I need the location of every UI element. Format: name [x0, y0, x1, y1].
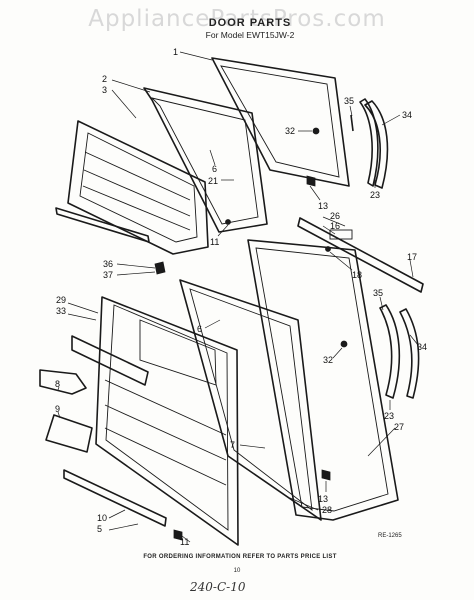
hinge-screw-18 [325, 246, 331, 252]
callout-35-top: 35 [344, 96, 354, 106]
door-shelf-rail [71, 335, 149, 386]
callout-26: 26 [330, 211, 340, 221]
callout-10: 10 [97, 513, 107, 523]
callout-35-bottom: 35 [373, 288, 383, 298]
door-stop-strip [297, 217, 424, 293]
freezer-door-panel [211, 57, 350, 187]
callout-2: 2 [102, 74, 107, 84]
callout-23-top: 23 [370, 190, 380, 200]
stop-13-bottom [321, 469, 331, 481]
stop-13-top [306, 175, 316, 187]
callout-8: 8 [55, 379, 60, 389]
callout-32-bottom: 32 [323, 355, 333, 365]
callout-11-top: 11 [210, 237, 219, 247]
handwritten-note: 240-C-10 [190, 580, 246, 594]
fresh-food-gasket [179, 279, 322, 521]
diagram-code: RE-1265 [378, 533, 402, 539]
callout-17: 17 [407, 252, 417, 262]
callout-18: 18 [352, 270, 362, 280]
callout-11-bottom: 11 [180, 537, 189, 547]
butter-compartment [45, 414, 93, 453]
callout-6-top: 6 [212, 164, 217, 174]
callout-6-bottom: 6 [197, 324, 202, 334]
egg-bucket [39, 369, 87, 395]
callout-9: 9 [55, 404, 60, 414]
callout-13-top: 13 [318, 201, 328, 211]
callout-37: 37 [103, 270, 113, 280]
callout-1: 1 [173, 47, 178, 57]
plug-11-bottom [173, 529, 183, 541]
screw-32-bottom [340, 340, 348, 348]
plug-11-top [225, 219, 231, 225]
watermark: AppliancePartsPros.com [88, 6, 386, 32]
callout-21: 21 [208, 176, 218, 186]
callout-5: 5 [97, 524, 102, 534]
page-number: 10 [233, 568, 241, 574]
callout-16: 16 [330, 221, 340, 231]
callout-3: 3 [102, 85, 107, 95]
callout-13-bottom: 13 [318, 494, 328, 504]
lower-hinge [379, 304, 420, 399]
callout-36: 36 [103, 259, 113, 269]
freezer-breaker-strip [55, 207, 150, 243]
callout-34-top: 34 [402, 110, 412, 120]
screw-35-top [350, 114, 354, 132]
fresh-food-door-liner [95, 296, 239, 546]
callout-27: 27 [394, 422, 404, 432]
callout-28: 28 [322, 505, 332, 515]
freezer-gasket [143, 87, 268, 233]
leader-lines [57, 51, 419, 543]
fresh-food-breaker-strip [63, 469, 167, 527]
callout-23-bottom: 23 [384, 411, 394, 421]
callout-33: 33 [56, 306, 66, 316]
callout-7: 7 [230, 440, 235, 450]
ordering-note: FOR ORDERING INFORMATION REFER TO PARTS … [143, 554, 337, 560]
diagram-title: DOOR PARTS [208, 17, 292, 29]
screw-32-top [312, 127, 320, 135]
freezer-door-liner [67, 120, 209, 255]
stop-36-37 [154, 261, 166, 275]
callout-32-top: 32 [285, 126, 295, 136]
upper-hinge [359, 98, 389, 189]
fresh-food-door-panel [247, 239, 399, 521]
model-subtitle: For Model EWT15JW-2 [205, 30, 295, 40]
callout-34-bottom: 34 [417, 342, 427, 352]
callout-29: 29 [56, 295, 66, 305]
callout-labels: 1 2 3 35 32 34 6 21 23 13 11 26 16 17 36… [55, 47, 427, 547]
